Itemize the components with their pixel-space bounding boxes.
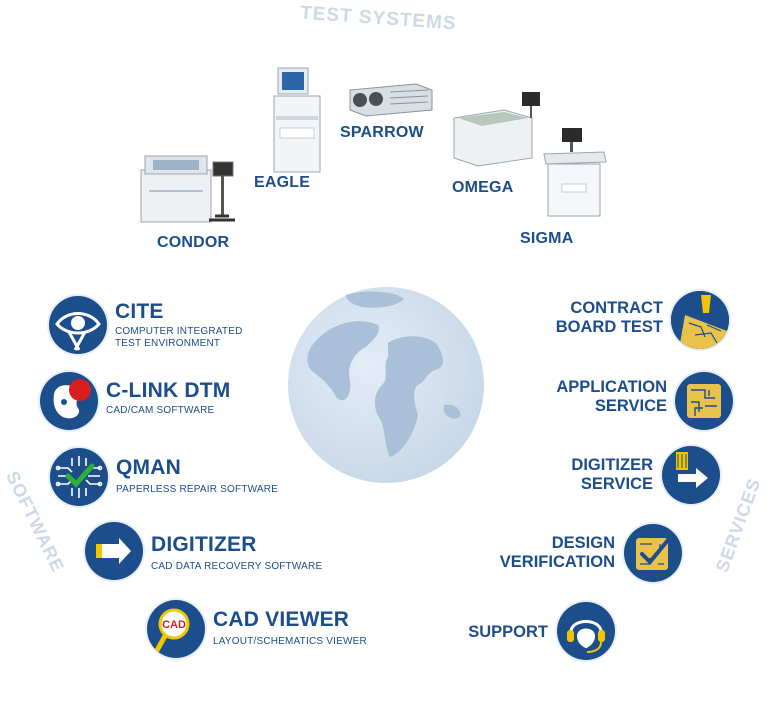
software-title-c-link: C-LINK DTM — [106, 379, 231, 402]
system-label-sigma: SIGMA — [520, 230, 574, 247]
software-desc-digitizer: CAD DATA RECOVERY SOFTWARE — [151, 561, 323, 572]
eye-icon — [55, 312, 101, 351]
cad-icon-text: CAD — [162, 619, 186, 631]
software-title-cite: CITE — [115, 300, 164, 323]
globe-icon — [288, 287, 484, 483]
eagle-tester-icon — [273, 67, 321, 173]
section-test-systems: TEST SYSTEMS — [299, 2, 458, 35]
digitizer-badge[interactable] — [85, 522, 143, 580]
software-title-qman: QMAN — [116, 456, 181, 479]
digitizer-service-badge[interactable] — [662, 446, 720, 504]
application-board-icon — [687, 384, 721, 418]
sparrow-tester-icon — [349, 83, 433, 117]
software-desc-cite-1: COMPUTER INTEGRATED — [115, 326, 243, 337]
condor-tester-icon — [140, 155, 235, 223]
software-title-cad-viewer: CAD VIEWER — [213, 608, 350, 631]
cite-badge[interactable] — [49, 296, 107, 354]
software-desc-cite-2: TEST ENVIRONMENT — [115, 338, 221, 349]
c-link-badge[interactable] — [40, 372, 98, 430]
check-board-icon — [636, 538, 670, 570]
service-contract-board-test: CONTRACT BOARD TEST — [556, 299, 663, 337]
headset-icon — [567, 620, 605, 653]
section-services: SERVICES — [712, 475, 765, 575]
service-support: SUPPORT — [468, 623, 548, 642]
software-title-digitizer: DIGITIZER — [151, 533, 257, 556]
service-label-line1: SUPPORT — [468, 623, 548, 641]
system-label-sparrow: SPARROW — [340, 124, 424, 141]
software-desc-cad-viewer: LAYOUT/SCHEMATICS VIEWER — [213, 636, 367, 647]
omega-tester-icon — [453, 92, 540, 167]
service-label-line1: CONTRACT — [570, 299, 663, 317]
service-label-line1: DESIGN — [551, 534, 615, 552]
board-test-badge[interactable] — [671, 291, 729, 349]
system-label-condor: CONDOR — [157, 234, 230, 251]
sigma-tester-icon — [543, 128, 607, 217]
software-desc-c-link: CAD/CAM SOFTWARE — [106, 405, 215, 416]
software-desc-qman: PAPERLESS REPAIR SOFTWARE — [116, 484, 279, 495]
service-design-verification: DESIGN VERIFICATION — [500, 534, 615, 572]
c-link-icon — [53, 379, 91, 419]
cad-viewer-badge[interactable]: CAD — [147, 600, 205, 658]
service-label-line1: APPLICATION — [556, 378, 667, 396]
hand-arrow-icon — [676, 452, 708, 488]
design-verification-badge[interactable] — [624, 524, 682, 582]
magnifier-icon: CAD — [152, 608, 190, 657]
circuit-check-icon — [55, 456, 103, 498]
service-label-line1: DIGITIZER — [571, 456, 653, 474]
support-badge[interactable] — [557, 602, 615, 660]
system-label-eagle: EAGLE — [254, 174, 311, 191]
service-application: APPLICATION SERVICE — [556, 378, 667, 416]
service-digitizer: DIGITIZER SERVICE — [571, 456, 653, 494]
service-label-line2: SERVICE — [594, 397, 667, 415]
application-badge[interactable] — [675, 372, 733, 430]
board-test-icon — [671, 291, 729, 349]
system-label-omega: OMEGA — [452, 179, 514, 196]
qman-badge[interactable] — [50, 448, 108, 506]
service-label-line2: VERIFICATION — [499, 553, 615, 571]
service-label-line2: BOARD TEST — [555, 318, 663, 336]
arrow-icon — [96, 538, 131, 564]
service-label-line2: SERVICE — [580, 475, 653, 493]
